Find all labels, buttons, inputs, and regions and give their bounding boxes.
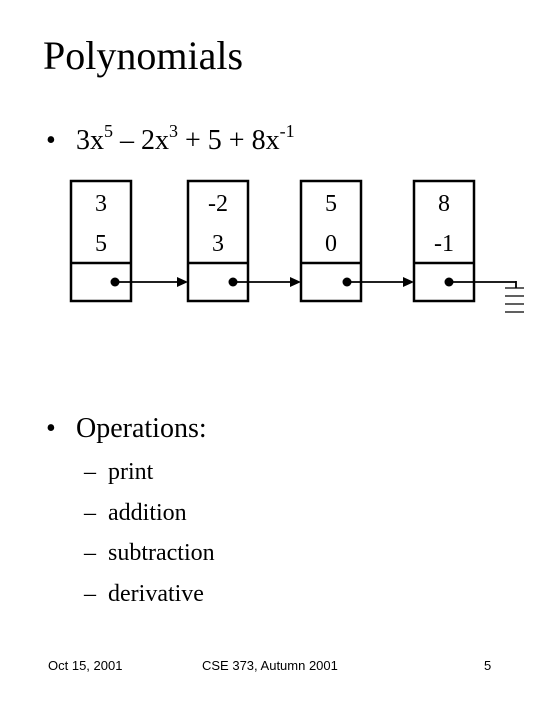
footer-course: CSE 373, Autumn 2001 — [202, 658, 338, 673]
node-2-coef: -2 — [208, 191, 228, 217]
term-1-base: 3x — [76, 125, 104, 156]
list-item: –subtraction — [84, 533, 215, 574]
bullet-marker: • — [46, 125, 56, 156]
node-box-2 — [186, 179, 250, 303]
node-4-exp: -1 — [434, 231, 454, 257]
term-2-base: – 2x — [113, 125, 169, 156]
node-3-coef: 5 — [325, 191, 337, 217]
list-item: –print — [84, 452, 215, 493]
null-ground-icon — [505, 287, 524, 313]
footer-date: Oct 15, 2001 — [48, 658, 123, 673]
node-3-exp: 0 — [325, 231, 337, 257]
page-number: 5 — [484, 658, 492, 673]
operations-heading: Operations: — [76, 413, 207, 444]
node-1-exp: 5 — [95, 231, 107, 257]
list-item: –derivative — [84, 574, 215, 615]
term-1-exponent: 5 — [104, 121, 113, 141]
node-box-4 — [412, 179, 476, 303]
operation-label: subtraction — [108, 540, 215, 566]
sub-bullet-dash: – — [84, 540, 96, 566]
sub-bullet-dash: – — [84, 459, 96, 485]
node-box-3 — [299, 179, 363, 303]
operation-label: print — [108, 459, 154, 485]
arrowhead-1 — [177, 277, 188, 287]
arrowhead-3 — [403, 277, 414, 287]
term-3-base: + 5 + 8x — [178, 125, 280, 156]
operation-label: derivative — [108, 580, 204, 607]
operations-list: –print –addition –subtraction –derivativ… — [84, 452, 215, 614]
sub-bullet-dash: – — [84, 580, 96, 607]
node-box-1 — [69, 179, 133, 303]
list-item: –addition — [84, 493, 215, 534]
node-2-exp: 3 — [212, 231, 224, 257]
node-1-coef: 3 — [95, 191, 107, 217]
operation-label: addition — [108, 499, 187, 526]
sub-bullet-dash: – — [84, 499, 96, 526]
term-3-exponent: -1 — [279, 121, 295, 141]
term-2-exponent: 3 — [169, 121, 178, 141]
arrowhead-2 — [290, 277, 301, 287]
node-4-coef: 8 — [438, 191, 450, 217]
bullet-marker: • — [46, 413, 56, 444]
slide-title: Polynomials — [43, 33, 244, 78]
polynomial-expression: 3x5 – 2x3 + 5 + 8x-1 — [76, 121, 295, 158]
